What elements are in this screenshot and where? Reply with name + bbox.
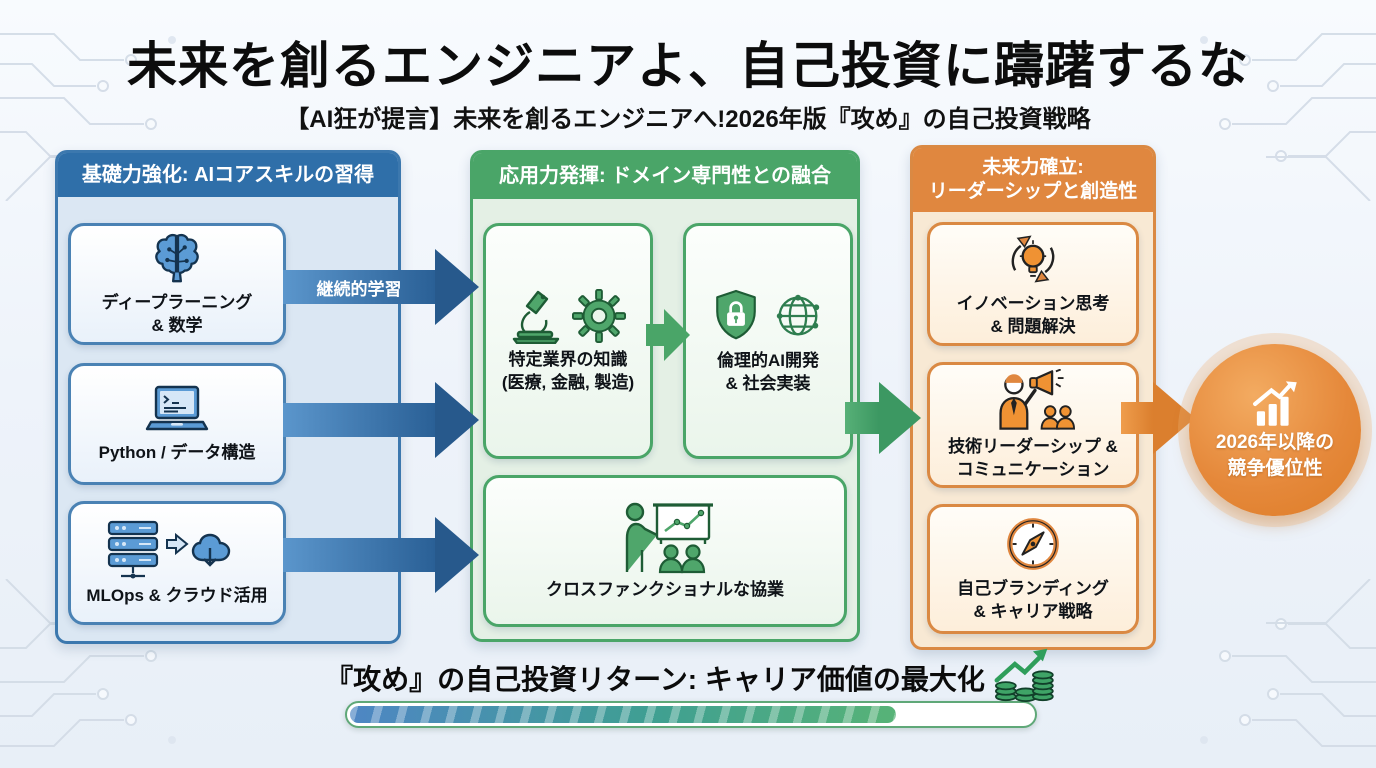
arrow-label: 継続的学習 xyxy=(316,279,402,299)
card-label: クロスファンクショナルな協業 xyxy=(546,580,784,600)
footer-label: 『攻め』の自己投資リターン: キャリア価値の最大化 xyxy=(325,664,985,695)
page-title: 未来を創るエンジニアよ、自己投資に躊躇するな xyxy=(127,38,1249,94)
card-label: ディープラーニング& 数学 xyxy=(101,293,253,335)
arrowhead-icon xyxy=(664,309,690,361)
card-industry-knowledge: 特定業界の知識(医療, 金融, 製造) xyxy=(483,223,653,459)
circuit-decoration-icon xyxy=(1149,579,1376,768)
card-label: 倫理的AI開発& 社会実装 xyxy=(717,351,819,393)
globe-network-icon xyxy=(776,295,820,336)
arrowhead-icon xyxy=(435,382,479,458)
card-cross-functional: クロスファンクショナルな協業 xyxy=(483,475,847,627)
arrow-foundation-3 xyxy=(283,517,479,593)
gear-icon xyxy=(572,289,626,344)
card-ethical-ai: 倫理的AI開発& 社会実装 xyxy=(683,223,853,459)
laptop-code-icon xyxy=(145,386,209,431)
arrow-foundation-2 xyxy=(283,382,479,458)
panel-application-header: 応用力発揮: ドメイン専門性との融合 xyxy=(473,153,857,199)
panel-future: 未来力確立: リーダーシップと創造性 イノベーション思考& 問題解決 xyxy=(910,145,1156,650)
card-innovation: イノベーション思考& 問題解決 xyxy=(927,222,1139,346)
arrow-application-internal xyxy=(646,309,690,361)
arrowhead-icon xyxy=(435,249,479,325)
card-label: 自己ブランディング& キャリア戦略 xyxy=(957,579,1109,621)
arrowhead-icon xyxy=(879,382,921,454)
microscope-icon xyxy=(512,291,560,345)
card-label: 技術リーダーシップ &コミュニケーション xyxy=(948,437,1118,479)
compass-icon xyxy=(1007,518,1059,571)
card-label: イノベーション思考& 問題解決 xyxy=(956,294,1110,336)
lightbulb-cycle-icon xyxy=(1011,235,1055,283)
investment-return-progress-bar xyxy=(345,701,1037,728)
arrow-application-to-future xyxy=(845,382,921,454)
card-deep-learning: ディープラーニング& 数学 xyxy=(68,223,286,345)
footer-banner: 『攻め』の自己投資リターン: キャリア価値の最大化 xyxy=(318,646,1062,702)
outcome-label: 2026年以降の 競争優位性 xyxy=(1215,432,1335,479)
card-label: MLOps & クラウド活用 xyxy=(86,586,268,606)
card-python-data: Python / データ構造 xyxy=(68,363,286,485)
progress-fill xyxy=(350,706,896,723)
arrow-future-to-outcome xyxy=(1121,382,1195,454)
card-tech-leadership: 技術リーダーシップ &コミュニケーション xyxy=(927,362,1139,488)
presentation-collab-icon xyxy=(625,503,713,574)
outcome-badge: 2026年以降の 競争優位性 xyxy=(1189,344,1361,516)
panel-foundation-header: 基礎力強化: AIコアスキルの習得 xyxy=(58,153,398,197)
panel-application: 応用力発揮: ドメイン専門性との融合 xyxy=(470,150,860,642)
arrowhead-icon xyxy=(1153,382,1195,454)
server-to-cloud-icon xyxy=(107,521,231,579)
brain-circuit-icon xyxy=(155,234,199,283)
growth-chart-icon xyxy=(1253,381,1297,427)
card-label: 特定業界の知識(医療, 金融, 製造) xyxy=(501,350,635,392)
coins-growth-icon xyxy=(994,648,1054,702)
shield-lock-icon xyxy=(716,290,756,340)
card-label: Python / データ構造 xyxy=(98,443,256,463)
megaphone-leader-icon xyxy=(999,369,1075,431)
arrowhead-icon xyxy=(435,517,479,593)
card-self-branding: 自己ブランディング& キャリア戦略 xyxy=(927,504,1139,634)
panel-future-header: 未来力確立: リーダーシップと創造性 xyxy=(913,148,1153,212)
arrow-foundation-1: 継続的学習 xyxy=(283,249,479,325)
page-subtitle: 【AI狂が提言】未来を創るエンジニアへ!2026年版『攻め』の自己投資戦略 xyxy=(285,106,1091,133)
card-mlops-cloud: MLOps & クラウド活用 xyxy=(68,501,286,625)
